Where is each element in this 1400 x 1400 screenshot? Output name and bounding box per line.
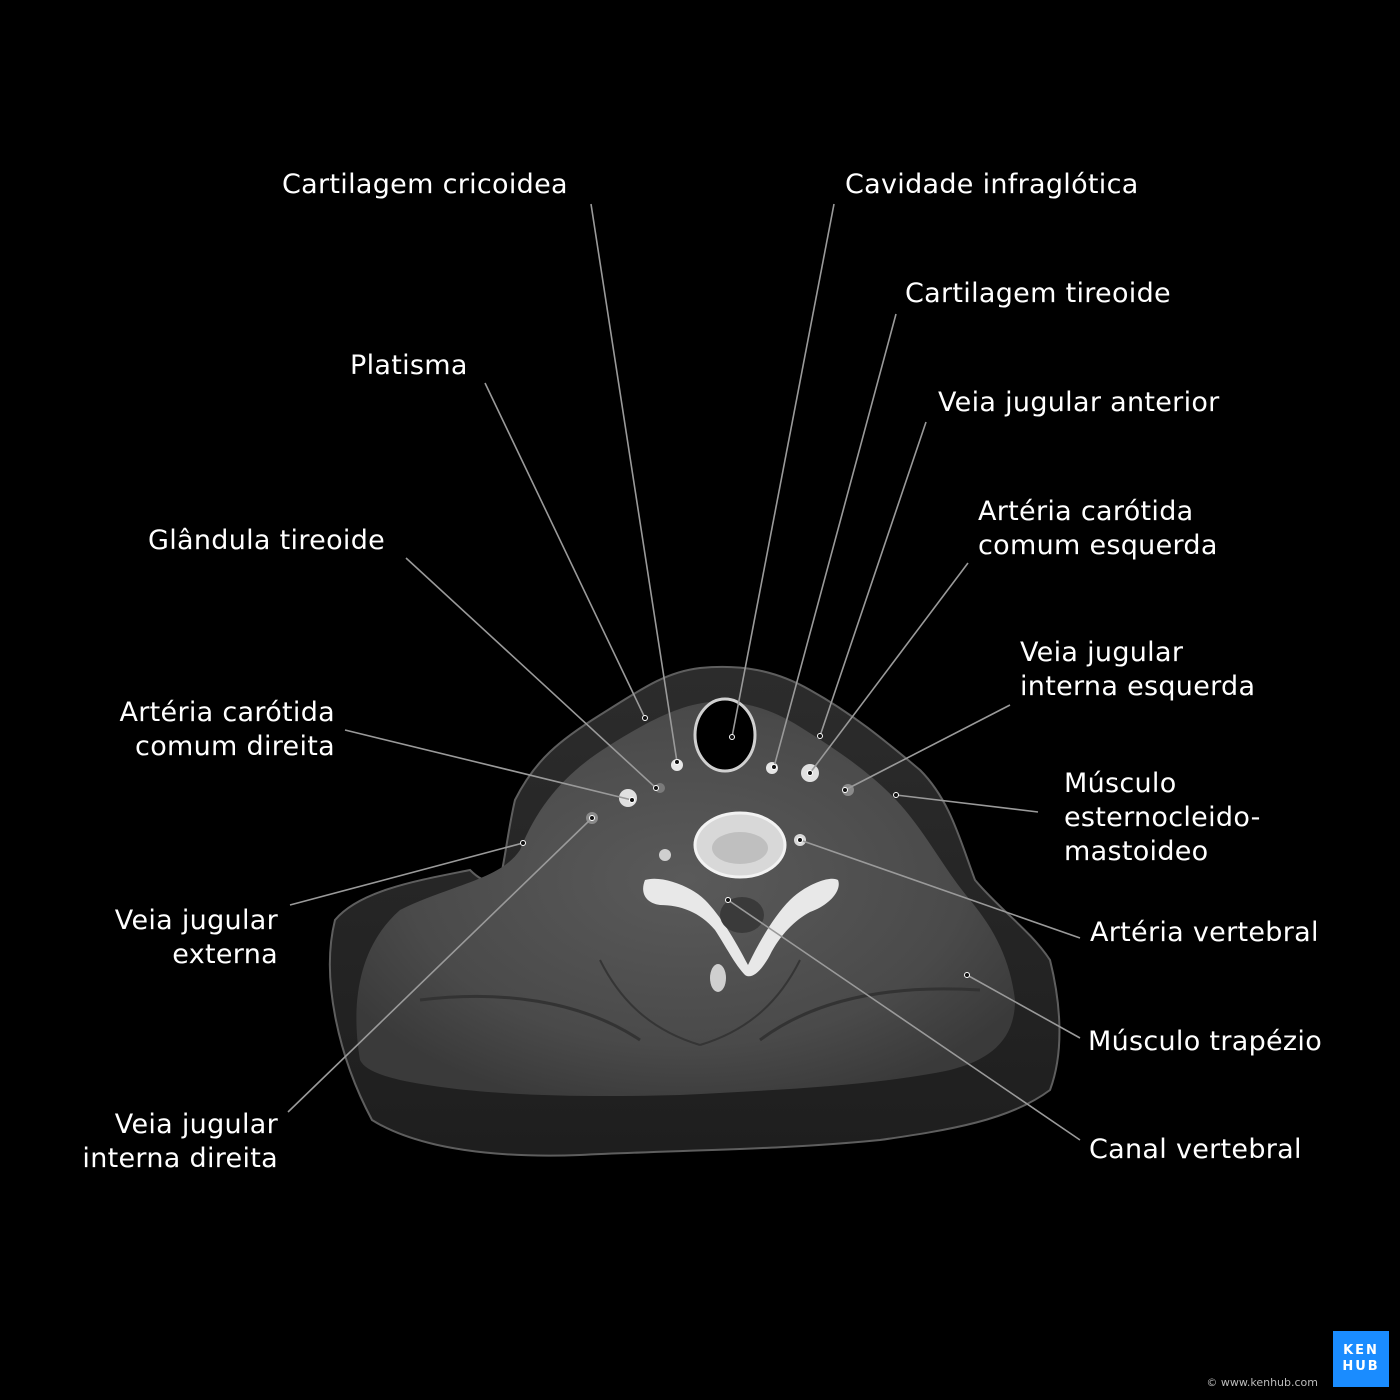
leader-veia-jug-int-esquerda — [844, 704, 1011, 791]
label-arteria-carotida-direita: Artéria carótida comum direita — [120, 696, 336, 764]
leader-lines — [287, 203, 1081, 1141]
label-glandula-tireoide: Glândula tireoide — [148, 525, 386, 556]
label-line: Veia jugular — [1020, 637, 1184, 668]
label-line: Artéria carótida — [978, 496, 1194, 527]
leader-dots — [520, 715, 970, 978]
label-musculo-ecm: Músculo esternocleido- mastoideo — [1064, 767, 1261, 869]
label-line: interna esquerda — [1020, 671, 1256, 702]
logo-line: HUB — [1342, 1359, 1380, 1374]
leader-veia-jug-int-direita — [287, 817, 593, 1113]
label-veia-jug-int-esquerda: Veia jugular interna esquerda — [1020, 636, 1255, 704]
label-line: interna direita — [82, 1143, 278, 1174]
label-canal-vertebral: Canal vertebral — [1089, 1134, 1302, 1165]
leader-arteria-carotida-direita — [344, 729, 633, 801]
leader-cartilagem-tireoide — [773, 313, 897, 768]
logo-line: KEN — [1343, 1343, 1379, 1358]
label-line: esternocleido- — [1064, 802, 1261, 833]
label-veia-jug-externa: Veia jugular externa — [115, 904, 278, 972]
leader-veia-jug-externa — [289, 842, 524, 906]
label-line: comum direita — [135, 731, 335, 762]
leader-cartilagem-cricoidea — [590, 203, 678, 763]
label-line: Músculo — [1064, 768, 1177, 799]
leader-glandula-tireoide — [405, 557, 657, 789]
label-musculo-trapezio: Músculo trapézio — [1088, 1026, 1323, 1057]
label-veia-jug-int-direita: Veia jugular interna direita — [82, 1108, 278, 1176]
label-cartilagem-tireoide: Cartilagem tireoide — [905, 278, 1171, 309]
leader-veia-jugular-anterior — [819, 421, 927, 737]
leader-musculo-ecm — [895, 794, 1039, 813]
leader-canal-vertebral — [727, 899, 1081, 1141]
label-arteria-carotida-esquerda: Artéria carótida comum esquerda — [978, 495, 1218, 563]
leader-arteria-carotida-esquerda — [809, 562, 969, 774]
vertebral-arch — [643, 878, 839, 977]
label-cavidade-infraglotica: Cavidade infraglótica — [845, 169, 1139, 200]
label-cartilagem-cricoidea: Cartilagem cricoidea — [282, 169, 568, 200]
label-line: Artéria carótida — [119, 697, 335, 728]
leader-cavidade-infraglotica — [731, 203, 835, 738]
label-arteria-vertebral: Artéria vertebral — [1090, 917, 1319, 948]
label-line: mastoideo — [1064, 836, 1209, 867]
kenhub-logo[interactable]: KEN HUB — [1333, 1331, 1389, 1387]
leader-platisma — [484, 382, 646, 719]
label-line: comum esquerda — [978, 530, 1218, 561]
leader-arteria-vertebral — [799, 839, 1081, 939]
label-line: Veia jugular — [114, 1109, 278, 1140]
label-veia-jugular-anterior: Veia jugular anterior — [938, 387, 1220, 418]
copyright-text: © www.kenhub.com — [1206, 1376, 1318, 1389]
label-line: externa — [172, 939, 278, 970]
airway — [693, 697, 757, 773]
label-platisma: Platisma — [350, 350, 468, 381]
label-line: Veia jugular — [114, 905, 278, 936]
leader-musculo-trapezio — [966, 974, 1081, 1039]
